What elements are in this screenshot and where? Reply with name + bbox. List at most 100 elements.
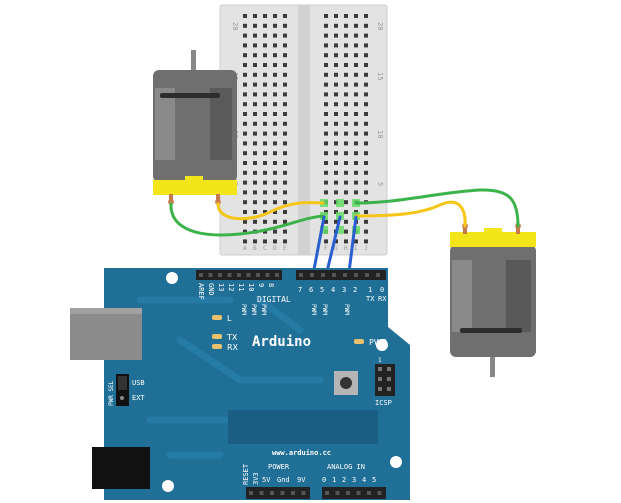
bb-hole: [324, 180, 328, 185]
arduino-board: AREF GND 13 12 11 10 9 8 7 6 5 4 3 2 TX …: [70, 268, 410, 500]
header-pin: [301, 491, 306, 495]
bb-hole: [324, 151, 328, 156]
arduino-brand: Arduino: [252, 334, 311, 350]
reset-label: RESET: [242, 463, 250, 485]
bb-hole: [364, 43, 368, 48]
bb-hole: [273, 190, 277, 195]
bb-hole: [364, 180, 368, 185]
bb-hole: [354, 151, 358, 156]
pin-10-label: 10: [247, 283, 255, 291]
bb-hole: [253, 180, 257, 185]
bb-hole: [334, 53, 338, 58]
power-jack: [92, 447, 150, 489]
pin-0-label: 0: [380, 286, 384, 294]
bb-hole: [344, 82, 348, 87]
bb-hole: [354, 43, 358, 48]
motor-right: [450, 223, 536, 377]
bb-hole: [253, 43, 257, 48]
bb-hole: [253, 72, 257, 77]
bb-hole: [364, 131, 368, 136]
bb-hole: [334, 180, 338, 185]
bb-hole: [283, 63, 287, 67]
bb-hole: [243, 112, 247, 116]
bb-hole: [283, 23, 287, 28]
led-rx: RX: [212, 343, 239, 352]
bb-hole: [344, 239, 348, 244]
analog-pin-4: 4: [362, 476, 366, 484]
bb-hole: [263, 63, 267, 67]
bb-hole: [243, 121, 247, 126]
header-power: [246, 487, 310, 499]
bb-hole: [243, 82, 247, 87]
bb-hole: [364, 239, 368, 244]
bb-hole: [344, 121, 348, 126]
bb-hole: [364, 210, 368, 214]
bb-hole: [324, 219, 328, 224]
bb-hole: [263, 229, 267, 234]
header-pin: [246, 273, 251, 277]
bb-hole: [344, 102, 348, 107]
analog-pin-3: 3: [352, 476, 356, 484]
motor-left: [153, 50, 237, 205]
bb-hole: [334, 121, 338, 126]
led-rx-label: RX: [227, 343, 239, 352]
bb-hole: [364, 23, 368, 28]
header-pin: [265, 273, 270, 277]
bb-hole: [253, 53, 257, 58]
bb-hole: [344, 63, 348, 67]
analog-pin-5: 5: [372, 476, 376, 484]
bb-row-label-right: 5: [376, 182, 384, 186]
bb-hole: [273, 92, 277, 97]
bb-hole: [283, 121, 287, 126]
wire-green-left: [169, 202, 325, 237]
bb-hole: [324, 72, 328, 77]
ext-label: EXT: [132, 394, 145, 402]
bb-hole: [263, 239, 267, 244]
bb-hole: [263, 14, 267, 18]
bb-hole: [263, 200, 267, 205]
bb-hole: [273, 23, 277, 28]
header-pin: [237, 273, 241, 277]
reset-button[interactable]: [334, 371, 358, 395]
bb-hole: [344, 180, 348, 185]
bb-col-letter: D: [273, 245, 277, 252]
header-pin: [280, 491, 285, 495]
bb-hole: [263, 92, 267, 97]
bb-hole: [364, 33, 368, 38]
bb-hole: [334, 151, 338, 156]
header-analog: [322, 487, 386, 499]
bb-hole: [263, 131, 267, 136]
bb-hole: [253, 23, 257, 28]
bb-row-label-right: 15: [376, 72, 384, 80]
bb-hole: [344, 210, 348, 214]
bb-row-label-left: 20: [231, 22, 239, 30]
header-pin: [335, 491, 340, 495]
header-digital-right: [296, 270, 386, 280]
bb-hole: [283, 14, 287, 18]
power-label: POWER: [268, 463, 290, 471]
arduino-url: www.arduino.cc: [272, 449, 331, 457]
bb-hole: [253, 82, 257, 87]
bb-hole: [334, 82, 338, 87]
header-pin: [275, 273, 279, 277]
bb-hole: [273, 170, 277, 175]
pin-7-label: 7: [298, 286, 302, 294]
bb-hole: [243, 151, 247, 156]
header-pin: [346, 491, 350, 495]
bb-hole: [273, 229, 277, 234]
bb-hole: [344, 219, 348, 224]
bb-hole: [354, 239, 358, 244]
bb-hole: [344, 200, 348, 205]
bb-hole: [364, 14, 368, 18]
bb-hole: [243, 239, 247, 244]
bb-hole: [354, 63, 358, 67]
bb-hole: [364, 53, 368, 58]
header-pin: [321, 273, 325, 277]
bb-hole: [253, 63, 257, 67]
bb-hole: [273, 180, 277, 185]
pin-11-label: 11: [237, 283, 245, 291]
analog-pin-0: 0: [322, 476, 326, 484]
bb-hole: [263, 43, 267, 48]
bb-hole: [344, 161, 348, 165]
